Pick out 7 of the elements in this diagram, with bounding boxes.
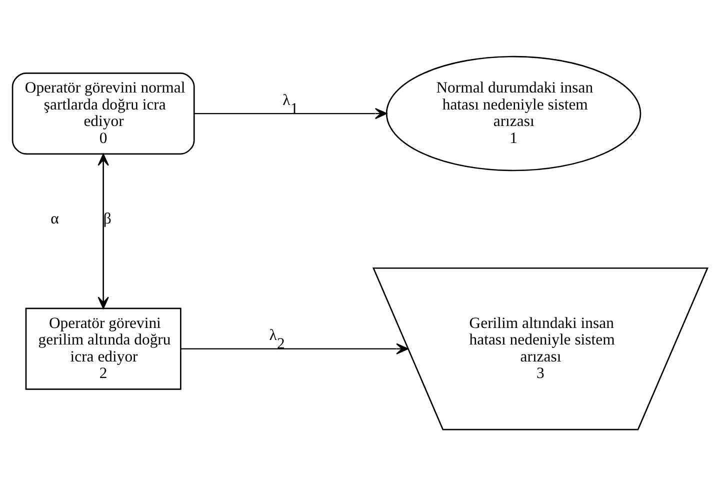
edge-label: β <box>103 210 112 228</box>
arrow <box>194 108 388 120</box>
edge-label: α <box>50 210 59 228</box>
arrow <box>180 343 408 354</box>
node-box: Operatör görevini gerilim altında doğru icra ediyor 2 <box>25 308 182 390</box>
node-ellipse: Normal durumdaki insan hatası nedeniyle sistem arızası 1 <box>386 56 642 172</box>
node-box: Operatör görevini normal şartlarda doğru icra ediyor 0 <box>12 72 195 155</box>
